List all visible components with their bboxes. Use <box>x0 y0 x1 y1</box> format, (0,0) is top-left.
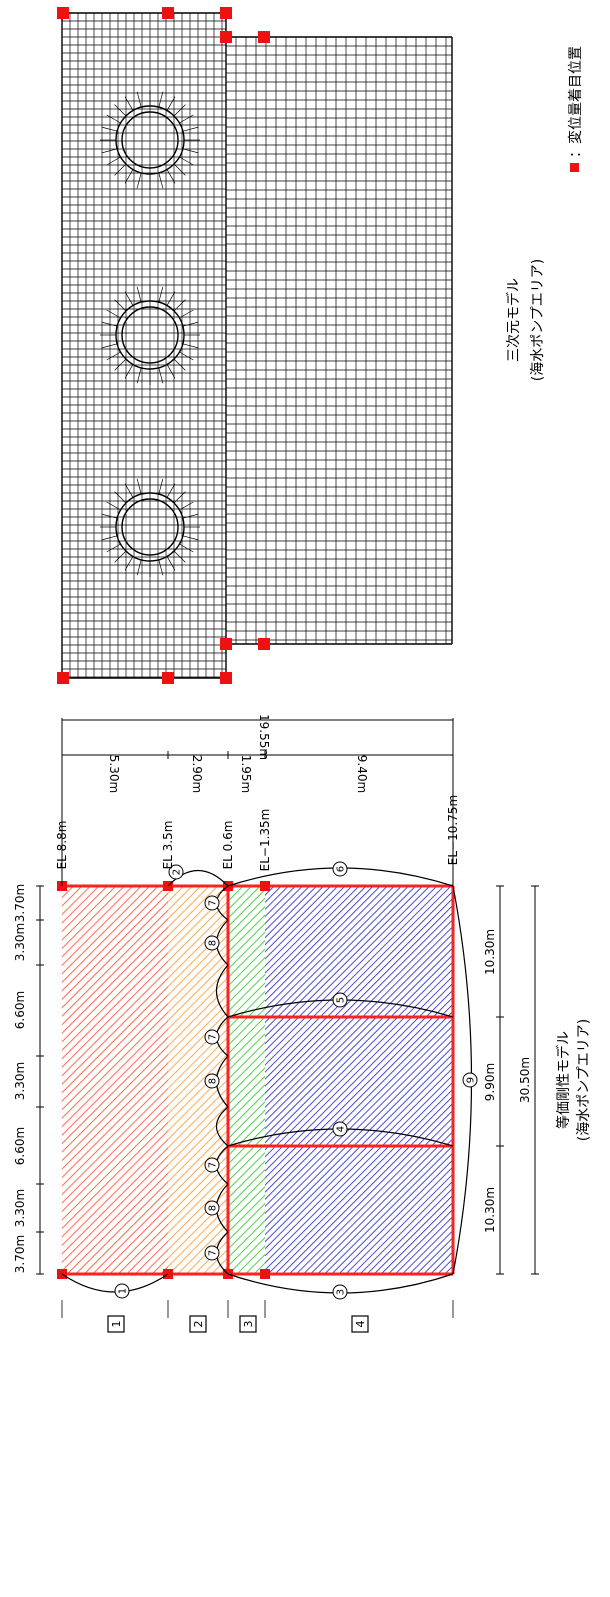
member-number-7a: 7 <box>208 900 219 906</box>
height-dimension-line <box>61 718 454 886</box>
bottom-segment-2: 9.90m <box>483 1063 497 1101</box>
layer-box-3: 3 <box>242 1321 255 1328</box>
bottom-dimension-line <box>496 885 539 1275</box>
member-number-7c: 7 <box>208 1162 219 1168</box>
total-height: 19.55m <box>257 714 271 760</box>
member-number-7b: 7 <box>208 1034 219 1040</box>
elevation-label-2: EL 3.5m <box>161 821 175 870</box>
node-markers-right <box>57 7 270 684</box>
member-number-9: 9 <box>466 1077 477 1083</box>
layer-1-fill <box>62 886 168 1274</box>
layer-boxes: 1 2 3 4 <box>61 1300 454 1333</box>
member-number-1: 1 <box>118 1288 129 1294</box>
layer-4-fill <box>265 886 453 1274</box>
member-number-3: 3 <box>336 1289 347 1295</box>
top-segment-6: 3.30m <box>13 923 27 961</box>
layer-box-4: 4 <box>354 1321 367 1328</box>
member-number-6: 6 <box>336 866 347 872</box>
legend: ：変位量着目位置 <box>567 46 584 172</box>
layer-thickness-4: 9.40m <box>355 755 369 793</box>
member-number-2: 2 <box>172 869 183 875</box>
legend-label: ：変位量着目位置 <box>567 46 584 158</box>
member-number-5: 5 <box>336 997 347 1003</box>
right-model-title: 三次元モデル <box>505 278 522 362</box>
structure-outline <box>62 884 455 1276</box>
layer-box-1: 1 <box>110 1321 123 1328</box>
top-segment-7: 3.70m <box>13 884 27 922</box>
fe-mesh <box>61 12 453 679</box>
layer-thickness-2: 2.90m <box>190 755 204 793</box>
member-number-8b: 8 <box>208 1078 219 1084</box>
right-model-subtitle: (海水ポンプエリア) <box>530 259 546 382</box>
layer-3-fill <box>228 886 265 1274</box>
top-dimension-line <box>36 885 44 1275</box>
top-segment-2: 3.30m <box>13 1189 27 1227</box>
elevation-label-4: EL−1.35m <box>258 809 272 872</box>
shaft-radial-lines <box>100 90 200 577</box>
top-segment-4: 3.30m <box>13 1062 27 1100</box>
layer-thickness-3: 1.95m <box>239 755 253 793</box>
elevation-label-3: EL 0.6m <box>221 821 235 870</box>
top-segment-3: 6.60m <box>13 1127 27 1165</box>
legend-marker <box>570 163 579 172</box>
member-number-4: 4 <box>336 1126 347 1132</box>
layer-box-2: 2 <box>192 1321 205 1328</box>
equivalent-stiffness-model: 1 2 3 6 4 5 9 7 7 7 7 8 8 8 <box>13 714 592 1333</box>
three-dimensional-model: 三次元モデル (海水ポンプエリア) ：変位量着目位置 <box>57 7 584 684</box>
member-number-8a: 8 <box>208 940 219 946</box>
top-segment-5: 6.60m <box>13 991 27 1029</box>
top-segment-1: 3.70m <box>13 1235 27 1273</box>
bottom-segment-3: 10.30m <box>483 929 497 975</box>
total-width: 30.50m <box>518 1057 532 1103</box>
left-model-subtitle: (海水ポンプエリア) <box>576 1019 592 1142</box>
bottom-segment-1: 10.30m <box>483 1187 497 1233</box>
layer-thickness-1: 5.30m <box>107 755 121 793</box>
member-number-8c: 8 <box>208 1205 219 1211</box>
left-model-title: 等価剛性モデル <box>555 1031 572 1129</box>
member-number-7d: 7 <box>208 1250 219 1256</box>
